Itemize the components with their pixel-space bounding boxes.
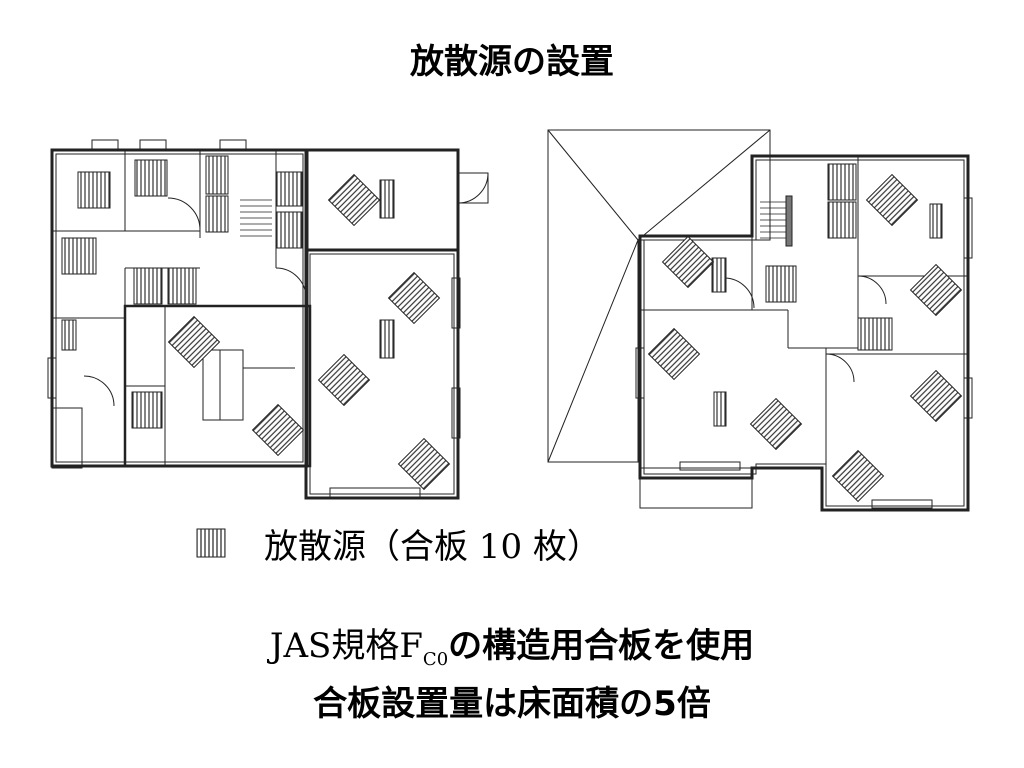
page-title: 放散源の設置 (410, 42, 614, 82)
note-prefix: JAS規格F (269, 626, 423, 666)
floor-plan-1 (47, 139, 489, 500)
floor-plan-2 (547, 129, 973, 512)
note-subscript: C0 (422, 648, 449, 670)
legend: 放散源（合板 10 枚） (196, 523, 601, 567)
emission-source-swatch (196, 528, 226, 558)
note-suffix: の構造用合板を使用 (448, 626, 755, 666)
legend-label: 放散源（合板 10 枚） (264, 526, 601, 567)
note-plywood-spec: JAS規格FC0の構造用合板を使用 (0, 618, 1024, 670)
note-plywood-amount: 合板設置量は床面積の5倍 (313, 684, 711, 724)
